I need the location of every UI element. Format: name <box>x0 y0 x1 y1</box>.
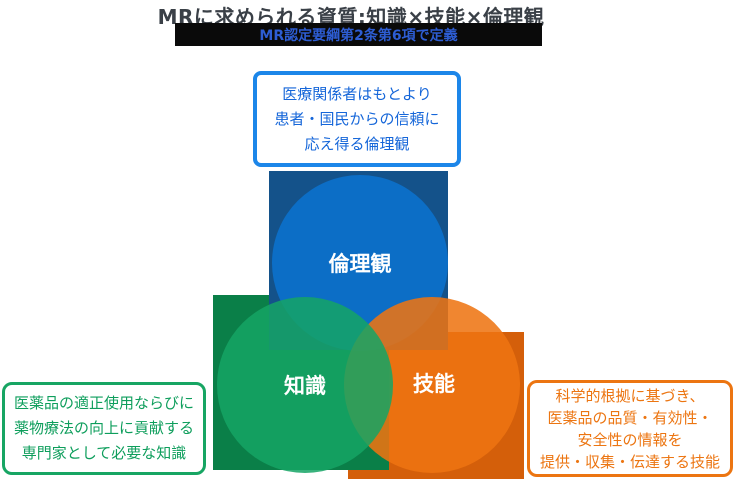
callout-knowledge-line: 薬物療法の向上に貢献する <box>13 419 194 437</box>
callout-skill-line: 医薬品の品質・有効性・ <box>547 408 713 427</box>
callout-knowledge-line: 専門家として必要な知識 <box>21 444 187 462</box>
callout-ethics-line: 患者・国民からの信頼に <box>274 109 440 128</box>
callout-knowledge-line: 医薬品の適正使用ならびに <box>13 394 194 412</box>
subtitle-bar: MR認定要綱第2条第6項で定義 <box>175 23 542 46</box>
callout-skill-line: 科学的根拠に基づき、 <box>555 386 705 405</box>
callout-skill-line: 安全性の情報を <box>577 430 683 449</box>
callout-ethics-line: 応え得る倫理観 <box>304 134 410 153</box>
callout-skill: 科学的根拠に基づき、 医薬品の品質・有効性・ 安全性の情報を 提供・収集・伝達す… <box>527 380 733 477</box>
ethics-circle-label: 倫理観 <box>328 252 392 276</box>
callout-skill-line: 提供・収集・伝達する技能 <box>539 452 720 471</box>
subtitle-text: MR認定要綱第2条第6項で定義 <box>259 27 458 44</box>
callout-knowledge: 医薬品の適正使用ならびに 薬物療法の向上に貢献する 専門家として必要な知識 <box>2 382 206 475</box>
skill-circle-label: 技能 <box>413 372 455 396</box>
knowledge-circle-label: 知識 <box>284 374 326 398</box>
callout-ethics-line: 医療関係者はもとより <box>282 84 432 103</box>
knowledge-circle <box>217 297 393 473</box>
callout-ethics: 医療関係者はもとより 患者・国民からの信頼に 応え得る倫理観 <box>253 71 461 167</box>
